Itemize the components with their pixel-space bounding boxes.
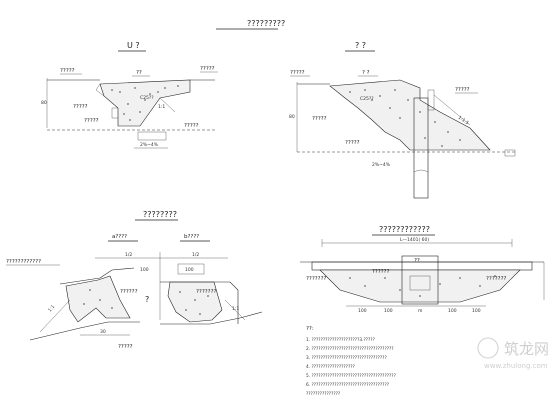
br-label-right: ???????: [486, 276, 507, 282]
u-label-concrete: C25??: [140, 95, 154, 101]
r-concrete-body: [329, 79, 491, 151]
br-label-mid: ??????: [372, 269, 390, 275]
bl-dim-box: [177, 263, 205, 275]
bl-slope-left: [39, 299, 71, 333]
watermark: 筑龙网 www.zhulong.com: [477, 337, 549, 370]
notes-line-3: 3. ?????????????????????????????????: [306, 355, 387, 361]
section-right-type: ? ? 80 1:1.5 ? ? ????? ????? ????? ?????…: [289, 41, 516, 199]
r-aggregate-pattern: [349, 88, 462, 147]
u-label-low-right: ?????: [184, 123, 199, 129]
r-label-slope-top: ? ?: [362, 70, 370, 76]
bl-dim-small-right: 100: [185, 267, 194, 273]
bl-label-left: ????????????: [6, 259, 41, 265]
bl-dim-bottom: 30: [100, 329, 106, 335]
r-label-mid: ?????: [312, 116, 327, 122]
u-slope-line: [159, 97, 176, 113]
notes-line-5: 5. ?????????????????????????????????????: [306, 373, 396, 379]
bl-question: ?: [145, 295, 149, 304]
r-label-right: ?????: [455, 87, 470, 93]
u-label-mid: ?????: [73, 104, 88, 110]
u-step-inner: [111, 107, 118, 119]
notes-line-6: 6. ??????????????????????????????????: [306, 382, 389, 388]
watermark-url: www.zhulong.com: [484, 362, 548, 370]
br-culvert-box: [401, 255, 439, 305]
u-label-left: ?????: [60, 68, 75, 74]
bl-slope-left-ratio: 1:1: [47, 304, 56, 314]
br-dim-5: 100: [472, 308, 481, 314]
notes-line-2: 2. ????????????????????????????????????: [306, 346, 394, 352]
bl-dim-top-right: 1/2: [192, 252, 199, 258]
notes-heading: ??:: [306, 326, 314, 332]
bl-concrete-right: [167, 281, 223, 323]
section-u-type: U ? 80 1:1 ?? ????? ????? ????? ?????: [41, 41, 218, 149]
notes-block: ??: 1. ?????????????????????3.????? 2. ?…: [306, 326, 396, 397]
section-u-title: U ?: [127, 41, 140, 50]
br-title: ????????????: [379, 225, 430, 234]
r-dim-height: 80: [289, 114, 295, 120]
br-culvert-opening: [409, 275, 431, 291]
br-label-box: ??: [414, 258, 420, 264]
bl-sub-b: b????: [184, 234, 199, 240]
watermark-text: 筑龙网: [504, 340, 549, 358]
bl-ground-left: [59, 267, 135, 285]
main-title: ?????????: [247, 19, 285, 28]
r-slope-guide: [433, 94, 471, 126]
r-label-low: ?????: [345, 140, 360, 146]
bl-base-left: [29, 321, 140, 341]
u-gradient: 2%~4%: [140, 142, 159, 148]
r-label-left: ?????: [290, 70, 305, 76]
section-bottom-right: ???????????? L—1401( 60) ?? 100 100 m 10…: [300, 225, 545, 314]
r-pile: [413, 97, 429, 199]
u-step-left: [95, 83, 105, 97]
u-label-slope-top: ??: [136, 70, 142, 76]
br-dim-3: m: [418, 309, 422, 314]
notes-line-4: 4. ???????????????????: [306, 364, 355, 370]
br-dim-top: L—1401( 60): [400, 237, 429, 243]
section-right-title: ? ?: [355, 41, 366, 50]
br-dim-1: 100: [358, 308, 367, 314]
br-label-left: ???????: [306, 276, 327, 282]
watermark-logo-icon: [477, 337, 499, 359]
u-label-right: ?????: [200, 66, 215, 72]
br-fill-body: [319, 269, 521, 303]
bl-label-right: ???????: [196, 289, 217, 295]
u-slope-ratio: 1:1: [158, 104, 165, 110]
br-dim-2: 100: [384, 308, 393, 314]
u-label-low-left: ?????: [84, 118, 99, 124]
bl-aggregate-pattern: [82, 289, 209, 316]
bl-concrete-left: [65, 275, 131, 323]
r-toe: [504, 149, 516, 157]
r-cap: [427, 89, 435, 111]
u-concrete-body: [99, 79, 191, 127]
r-pile-break: [413, 169, 429, 173]
bl-dim-top-left: 1/2: [125, 252, 132, 258]
section-bottom-left: ???????? a???? b???? 1/2 1/2 100 100 1:1…: [6, 210, 263, 350]
br-aggregate-pattern: [349, 275, 497, 298]
bl-ground-right: [160, 281, 239, 324]
br-dim-4: 100: [448, 308, 457, 314]
bl-sub-a: a????: [112, 234, 127, 240]
u-footing: [137, 131, 167, 141]
r-label-concrete: C25??: [360, 96, 374, 102]
bl-base-right: [160, 311, 263, 325]
bl-label-mid: ??????: [120, 289, 138, 295]
r-slope-ratio: 1:1.5: [457, 115, 470, 127]
bl-slope-right-ratio: 1:1: [232, 306, 239, 312]
u-aggregate-pattern: [110, 84, 179, 121]
r-gradient: 2%~4%: [372, 162, 391, 168]
bl-slope-right: [224, 299, 246, 321]
bl-dim-small-left: 100: [140, 267, 149, 273]
bl-title: ????????: [143, 210, 177, 219]
bl-label-below: ?????: [118, 344, 133, 350]
br-deck: [311, 261, 533, 271]
notes-line-1: 1. ?????????????????????3.?????: [306, 337, 375, 343]
u-dim-height: 80: [41, 100, 47, 106]
notes-line-7: ???????????????: [306, 391, 340, 397]
